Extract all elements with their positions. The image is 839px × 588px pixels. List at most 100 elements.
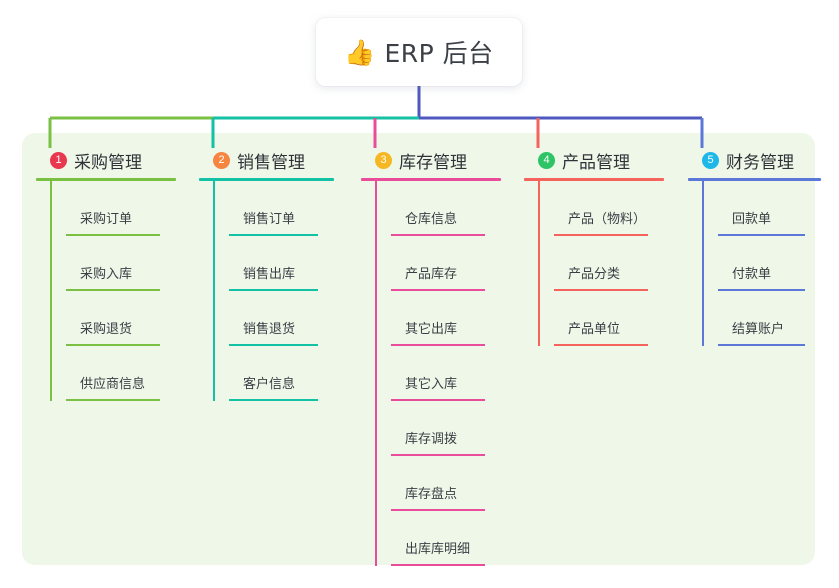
- branch-item[interactable]: 出库库明细: [391, 511, 501, 566]
- root-node-erp-backend[interactable]: 👍 ERP 后台: [316, 18, 522, 86]
- branch-item-label: 产品（物料）: [568, 212, 647, 227]
- branch-header-3[interactable]: 3 库存管理: [361, 148, 501, 173]
- branch-title: 产品管理: [562, 152, 630, 173]
- branch-item[interactable]: 产品分类: [554, 236, 664, 291]
- branch-number-badge: 1: [50, 151, 67, 169]
- branch-header-1[interactable]: 1 采购管理: [36, 148, 176, 173]
- branch-item-underline: [391, 344, 485, 346]
- branch-item-label: 仓库信息: [405, 212, 458, 227]
- branch-underline: [199, 178, 334, 181]
- branch-number-badge: 2: [213, 151, 230, 169]
- branch-item[interactable]: 采购入库: [66, 236, 176, 291]
- branch-underline: [36, 178, 176, 181]
- branch-item-label: 销售订单: [243, 212, 296, 227]
- branch-item-underline: [391, 289, 485, 291]
- branch-item-label: 其它入库: [405, 377, 458, 392]
- branch-item-list: 采购订单采购入库采购退货供应商信息: [50, 181, 176, 401]
- branch-item[interactable]: 付款单: [718, 236, 821, 291]
- branch-spine: [702, 181, 704, 346]
- branch-item[interactable]: 其它出库: [391, 291, 501, 346]
- branch-item-label: 产品单位: [568, 322, 621, 337]
- branch-item-underline: [391, 564, 485, 566]
- branch-item-underline: [66, 344, 160, 346]
- branch-number-badge: 3: [375, 151, 392, 169]
- branch-column-2: 2 销售管理销售订单销售出库销售退货客户信息: [199, 148, 334, 401]
- branch-title: 财务管理: [726, 152, 794, 173]
- branch-item-label: 采购订单: [80, 212, 133, 227]
- branch-item-underline: [391, 234, 485, 236]
- branch-item-label: 采购入库: [80, 267, 133, 282]
- branch-item-underline: [391, 509, 485, 511]
- branch-column-3: 3 库存管理仓库信息产品库存其它出库其它入库库存调拨库存盘点出库库明细: [361, 148, 501, 566]
- branch-item-label: 出库库明细: [405, 542, 471, 557]
- branch-item[interactable]: 客户信息: [229, 346, 334, 401]
- branch-item[interactable]: 采购订单: [66, 181, 176, 236]
- branch-item-label: 供应商信息: [80, 377, 146, 392]
- root-node-title: ERP 后台: [384, 39, 494, 68]
- branch-spine: [375, 181, 377, 566]
- branch-item-list: 销售订单销售出库销售退货客户信息: [213, 181, 334, 401]
- branch-item[interactable]: 库存盘点: [391, 456, 501, 511]
- branch-item-label: 客户信息: [243, 377, 296, 392]
- branch-item-label: 其它出库: [405, 322, 458, 337]
- branch-item-underline: [391, 399, 485, 401]
- branch-header-2[interactable]: 2 销售管理: [199, 148, 334, 173]
- branch-item-label: 结算账户: [732, 322, 785, 337]
- branch-spine: [213, 181, 215, 401]
- branch-item-underline: [66, 399, 160, 401]
- branch-item-label: 产品库存: [405, 267, 458, 282]
- branch-item[interactable]: 销售退货: [229, 291, 334, 346]
- branch-item-list: 产品（物料） 产品分类产品单位: [538, 181, 664, 346]
- branch-item-underline: [229, 344, 318, 346]
- branch-column-1: 1 采购管理采购订单采购入库采购退货供应商信息: [36, 148, 176, 401]
- branch-item[interactable]: 采购退货: [66, 291, 176, 346]
- branch-title: 销售管理: [237, 152, 305, 173]
- branch-item[interactable]: 结算账户: [718, 291, 821, 346]
- branch-item[interactable]: 仓库信息: [391, 181, 501, 236]
- branch-title: 采购管理: [74, 152, 142, 173]
- branch-item[interactable]: 供应商信息: [66, 346, 176, 401]
- branch-item[interactable]: 销售出库: [229, 236, 334, 291]
- branch-item[interactable]: 库存调拨: [391, 401, 501, 456]
- branch-item-list: 仓库信息产品库存其它出库其它入库库存调拨库存盘点出库库明细: [375, 181, 501, 566]
- branch-item-underline: [554, 234, 648, 236]
- branch-item-underline: [718, 289, 805, 291]
- branch-spine: [538, 181, 540, 346]
- branch-underline: [688, 178, 821, 181]
- branch-item[interactable]: 其它入库: [391, 346, 501, 401]
- branch-item-label: 付款单: [732, 267, 772, 282]
- branch-item-underline: [554, 344, 648, 346]
- branch-item[interactable]: 产品（物料）: [554, 181, 664, 236]
- branch-item-label: 回款单: [732, 212, 772, 227]
- branch-item-underline: [229, 399, 318, 401]
- branch-underline: [361, 178, 501, 181]
- branch-item-underline: [391, 454, 485, 456]
- branch-item[interactable]: 产品单位: [554, 291, 664, 346]
- branch-number-badge: 4: [538, 151, 555, 169]
- branch-item-underline: [229, 289, 318, 291]
- branch-item-underline: [66, 289, 160, 291]
- thumbs-up-icon: 👍: [344, 37, 376, 67]
- branch-spine: [50, 181, 52, 401]
- branch-item-label: 产品分类: [568, 267, 621, 282]
- branch-item[interactable]: 回款单: [718, 181, 821, 236]
- branch-item-label: 库存盘点: [405, 487, 458, 502]
- branch-title: 库存管理: [399, 152, 467, 173]
- branch-column-4: 4 产品管理产品（物料） 产品分类产品单位: [524, 148, 664, 346]
- branch-item-label: 销售出库: [243, 267, 296, 282]
- branch-item-label: 采购退货: [80, 322, 133, 337]
- branches-panel: [22, 133, 815, 565]
- branch-underline: [524, 178, 664, 181]
- branch-header-4[interactable]: 4 产品管理: [524, 148, 664, 173]
- branch-item-underline: [66, 234, 160, 236]
- branch-item[interactable]: 销售订单: [229, 181, 334, 236]
- branch-item-label: 销售退货: [243, 322, 296, 337]
- branch-item-underline: [554, 289, 648, 291]
- branch-item-underline: [229, 234, 318, 236]
- branch-item-label: 库存调拨: [405, 432, 458, 447]
- branch-item-underline: [718, 234, 805, 236]
- branch-item[interactable]: 产品库存: [391, 236, 501, 291]
